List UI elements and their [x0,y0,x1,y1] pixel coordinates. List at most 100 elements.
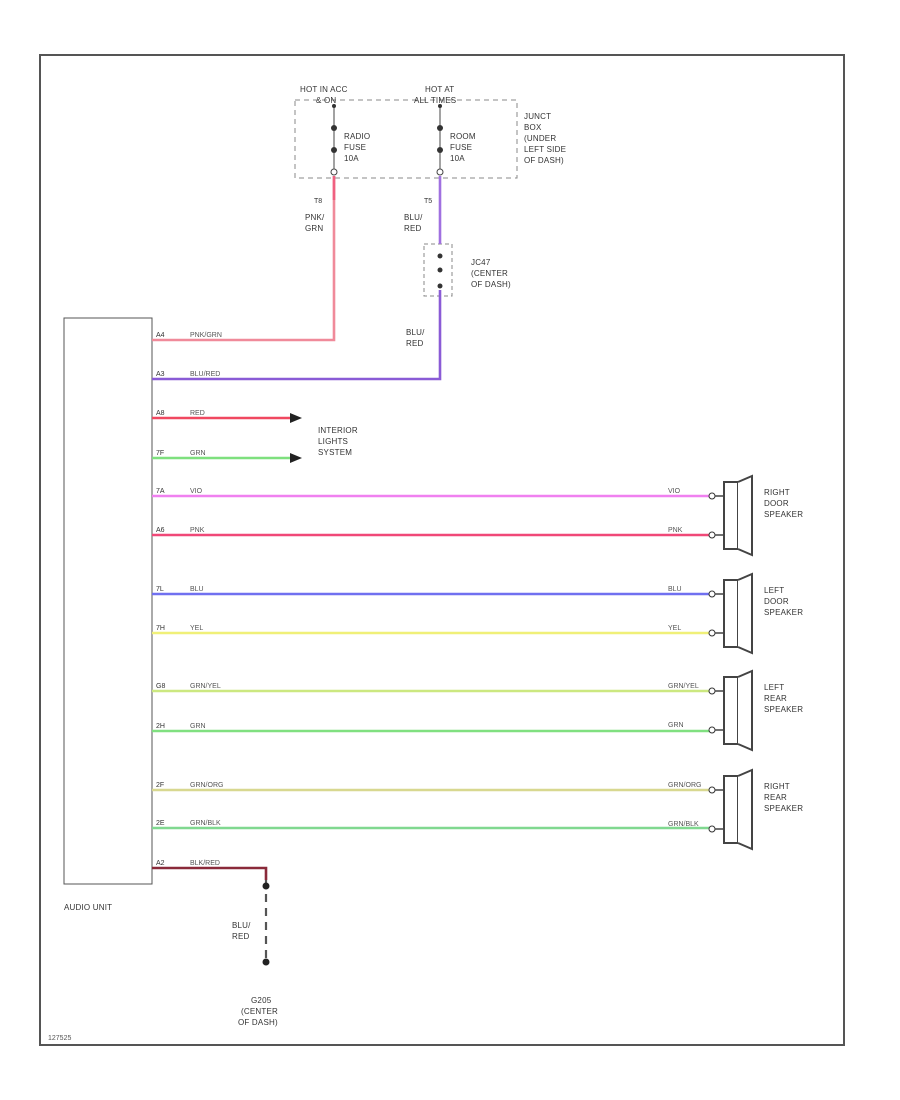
wire-row-3: 7F GRN [152,450,302,463]
hot-left-line1: HOT IN ACC [300,85,348,94]
speaker-1-wire-bottom: YEL [668,625,681,632]
speaker-2-cone [737,669,753,752]
radio-fuse-line1: RADIO [344,132,370,141]
speaker-2-label-0: LEFT [764,683,784,692]
speaker-3-label-0: RIGHT [764,782,790,791]
interior-lights-3: SYSTEM [318,448,352,457]
speaker-0-terminal-top [708,492,716,500]
room-fuse-terminal-2 [437,147,443,153]
arrow-3 [290,453,302,463]
speaker-0-wire-bottom: PNK [668,527,683,534]
speaker-0-coil [715,495,725,536]
blu-red-mid-label-2: RED [406,339,424,348]
speaker-3-cone [737,768,753,851]
hot-left-line2: & ON [316,96,336,105]
joint-connector-terminal-2 [437,267,443,273]
speakers: VIOPNKRIGHTDOORSPEAKERBLUYELLEFTDOORSPEA… [668,474,803,851]
speaker-3-label-1: REAR [764,793,787,802]
pin-label-4: 7A [156,488,165,495]
wire-code-11: GRN/BLK [190,820,221,827]
wire-1 [152,290,442,381]
pin-label-3: 7F [156,450,164,457]
speaker-0-wire-top: VIO [668,488,681,495]
interior-lights-2: LIGHTS [318,437,348,446]
speaker-1-wire-top: BLU [668,586,682,593]
wire-code-4: VIO [190,488,203,495]
speaker-2-label-1: REAR [764,694,787,703]
speaker-0-label-2: SPEAKER [764,510,803,519]
speaker-2: GRN/YEL GRN LEFT REAR SPEAKER [668,669,803,752]
room-fuse-line1: ROOM [450,132,476,141]
wire-row-2: A8 RED [152,410,302,423]
diagram-frame [39,54,845,1046]
wire-code-1: BLU/RED [190,371,220,378]
speaker-3-label-2: SPEAKER [764,804,803,813]
room-fuse-terminal-bottom [436,168,444,176]
room-fuse-line2: FUSE [450,143,472,152]
radio-fuse-terminal-top [332,104,336,108]
pin-label-1: A3 [156,371,165,378]
wire-row-1: A3 BLU/RED [152,290,442,381]
wire-code-7: YEL [190,625,203,632]
wire-row-9: 2H GRN [152,723,712,733]
speaker-2-label-2: SPEAKER [764,705,803,714]
blu-red-ground-label-1: BLU/ [232,921,251,930]
speaker-2-wire-top: GRN/YEL [668,683,699,690]
speaker-2-terminal-bottom [708,726,716,734]
pin-label-0: A4 [156,332,165,339]
arrow-2 [290,413,302,423]
radio-fuse-line3: 10A [344,154,359,163]
audio-unit-label: AUDIO UNIT [64,903,112,912]
ground-node [262,958,270,966]
fuse-pin-right: T5 [424,198,432,205]
joint-label-3: OF DASH) [471,280,511,289]
wire-code-10: GRN/ORG [190,782,223,789]
room-fuse [436,104,444,176]
radio-fuse-terminal-bottom [330,168,338,176]
hot-right-line1: HOT AT [425,85,454,94]
ground-label-1: G205 [251,996,272,1005]
speaker-2-magnet [723,676,739,745]
radio-fuse [330,104,338,176]
speaker-3-terminal-bottom [708,825,716,833]
wire-row-4: 7A VIO [152,488,712,498]
wire-code-5: PNK [190,527,205,534]
wire-code-12: BLK/RED [190,860,220,867]
pin-label-11: 2E [156,820,165,827]
pin-label-2: A8 [156,410,165,417]
speaker-3-coil [715,789,725,830]
joint-connector [423,243,453,297]
blu-red-top-label-1: BLU/ [404,213,423,222]
pin-label-9: 2H [156,723,165,730]
junction-box-label-3: (UNDER [524,134,556,143]
blu-red-mid-label-1: BLU/ [406,328,425,337]
interior-lights-1: INTERIOR [318,426,358,435]
speaker-1-magnet [723,579,739,648]
pin-label-5: A6 [156,527,165,534]
pin-label-8: G8 [156,683,165,690]
wire-code-0: PNK/GRN [190,332,222,339]
ground-node-top [262,882,270,890]
speaker-3-wire-bottom: GRN/BLK [668,821,699,828]
speaker-2-wire-bottom: GRN [668,722,684,729]
speaker-1-terminal-top [708,590,716,598]
fuse-pin-left: T8 [314,198,322,205]
junction-box-label-5: OF DASH) [524,156,564,165]
joint-connector-outline [423,243,453,297]
speaker-1-label-0: LEFT [764,586,784,595]
wire-code-2: RED [190,410,205,417]
speaker-1-coil [715,593,725,634]
junction-box-label-4: LEFT SIDE [524,145,566,154]
wire-code-3: GRN [190,450,206,457]
speaker-1-cone [737,572,753,655]
blu-red-top-label-2: RED [404,224,422,233]
footer-code: 127525 [48,1035,71,1042]
room-fuse-line3: 10A [450,154,465,163]
speaker-0-label-1: DOOR [764,499,789,508]
